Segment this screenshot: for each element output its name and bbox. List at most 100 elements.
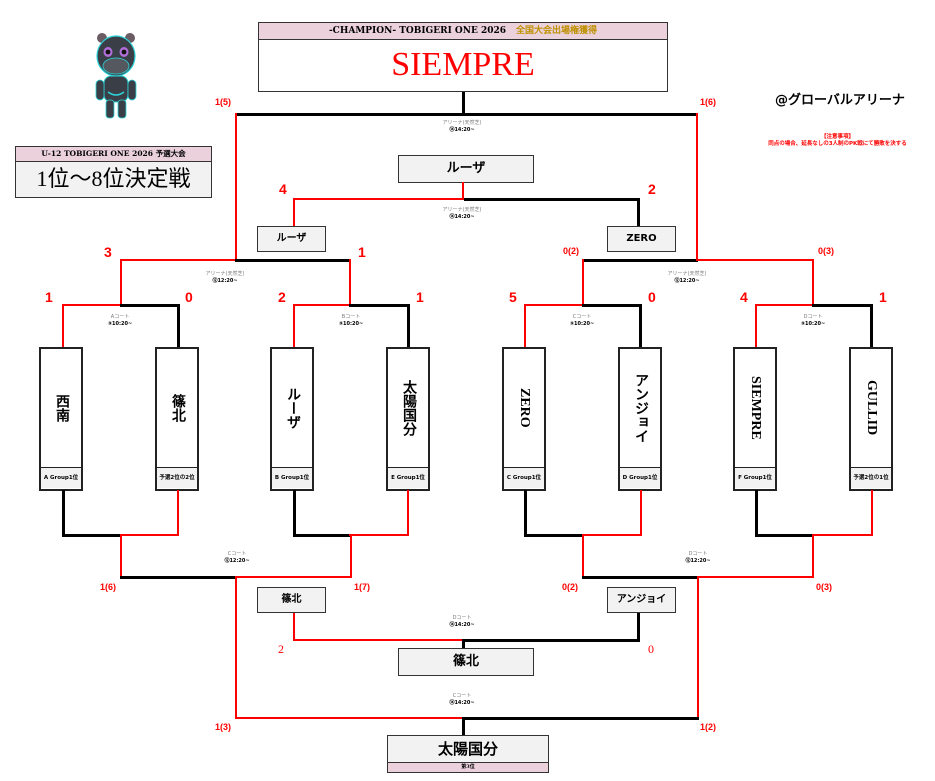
team-name: ルーザ [285,387,300,429]
l1d-left-bar [755,534,814,537]
r1d-score-right: 1 [879,289,887,305]
cs1-time: ⑫12:20~ [224,558,250,564]
r1d-time: ⑨10:20~ [800,321,826,327]
organizer-label: @グローバルアリーナ [775,93,905,108]
l1a-right-rise [177,490,179,536]
r1b-right-bar [349,304,409,307]
final-court: アリーナ(天然芝) [442,120,482,126]
team-name: GULLID [864,380,879,436]
seventh-stem [462,639,465,648]
team-card: ZERO C Group1位 [502,347,546,491]
cs2-score-left: 0(2) [562,582,579,592]
third-right-line [697,576,699,719]
cs2-court: Dコート [688,551,708,557]
sf1-right-bar [235,259,351,262]
sf1-score-right: 1 [358,244,366,260]
team-card: 西南 A Group1位 [39,347,83,491]
team-card: アンジョイ D Group1位 [618,347,662,491]
notice-text: 同点の場合、延長なしの3人制のPK戦にて勝敗を決する [768,141,907,147]
cs1-court: Cコート [227,551,247,557]
fifth-right-bar [464,198,639,201]
third-score-right: 1(2) [700,722,717,732]
l1b-right-rise [407,490,409,536]
fifth-court: アリーナ(天然芝) [442,207,482,213]
team-group: C Group1位 [504,468,544,488]
team-card: SIEMPRE F Group1位 [733,347,777,491]
third-court: Cコート [452,693,472,699]
final-score-right: 1(6) [700,97,717,107]
r1a-right-bar [120,304,179,307]
team-group: F Group1位 [735,468,775,488]
l1c-left-bar [524,534,584,537]
cs1-left-bar [120,576,237,579]
final-time: ⑭14:20~ [449,127,475,133]
seventh-team-right: アンジョイ [607,587,676,613]
r1c-left-bar [524,304,584,306]
final-score-left: 1(5) [215,97,232,107]
l1c-right-rise [640,490,642,536]
team-group: 予選2位の1位 [851,468,891,488]
sf2-time: ⑫12:20~ [674,278,700,284]
sf2-venue: アリーナ(天然芝) ⑫12:20~ [637,271,737,285]
r1a-left-drop [62,304,64,348]
sf1-court: アリーナ(天然芝) [205,271,245,277]
seventh-team-left: 篠北 [257,587,326,613]
sf1-left-drop [120,259,122,306]
fifth-time: ⑭14:20~ [449,214,475,220]
cs1-left-rise [120,534,122,578]
team-group: E Group1位 [388,468,428,488]
sf2-score-right: 0(3) [818,246,835,256]
r1c-score-left: 5 [509,289,517,305]
seventh-score-left: 2 [278,642,284,656]
r1d-left-drop [755,304,757,348]
r1c-score-right: 0 [648,289,656,305]
third-place-rank: 第3位 [388,763,548,772]
l1c-right-bar [582,534,642,536]
seventh-court: Dコート [452,615,472,621]
r1a-left-bar [62,304,122,306]
third-left-bar [235,717,464,719]
third-right-bar [462,717,699,720]
seventh-left-bar [293,639,464,641]
r1b-venue: Bコート ⑨10:20~ [301,314,401,328]
sf2-left-bar [582,259,698,262]
fifth-stem [462,182,464,200]
seventh-venue: Dコート ⑭14:20~ [412,615,512,629]
l1d-right-rise [871,490,873,536]
cs2-venue: Dコート ⑫12:20~ [648,551,748,565]
subtitle-title: 1位〜8位決定戦 [36,166,191,191]
team-group: D Group1位 [620,468,660,488]
cs1-venue: Cコート ⑫12:20~ [187,551,287,565]
l1b-left-bar [293,534,351,537]
notice-title: 【注意事項】 [820,134,854,140]
r1a-venue: Aコート ⑨10:20~ [70,314,170,328]
notice: 【注意事項】 同点の場合、延長なしの3人制のPK戦にて勝敗を決する [740,134,935,148]
r1d-right-bar [812,304,872,307]
fifth-right-drop [637,198,640,226]
fifth-venue: アリーナ(天然芝) ⑭14:20~ [412,207,512,221]
team-card: 篠北 予選2位の2位 [155,347,199,491]
sf2-right-drop [812,259,814,306]
cs1-score-right: 1(7) [354,582,371,592]
fifth-score-left: 4 [279,181,287,197]
r1b-court: Bコート [341,314,361,320]
r1d-right-drop [870,304,873,348]
r1d-score-left: 4 [740,289,748,305]
sf1-venue: アリーナ(天然芝) ⑫12:20~ [175,271,275,285]
seventh-time: ⑭14:20~ [449,622,475,628]
r1a-time: ⑨10:20~ [107,321,133,327]
seventh-place-winner: 篠北 [398,648,534,676]
sf2-score-left: 0(2) [563,246,580,256]
third-venue: Cコート ⑭14:20~ [412,693,512,707]
r1c-left-drop [524,304,526,348]
l1c-left-rise [524,490,527,536]
team-name: 西南 [54,394,69,422]
final-left-line [235,113,237,260]
r1a-score-right: 0 [185,289,193,305]
fifth-team-right: ZERO [607,226,676,252]
sf2-court: アリーナ(天然芝) [667,271,707,277]
final-stem [462,92,465,114]
r1c-time: ⑨10:20~ [569,321,595,327]
subtitle-header: U-12 TOBIGERI ONE 2026 予選大会 [16,147,211,162]
